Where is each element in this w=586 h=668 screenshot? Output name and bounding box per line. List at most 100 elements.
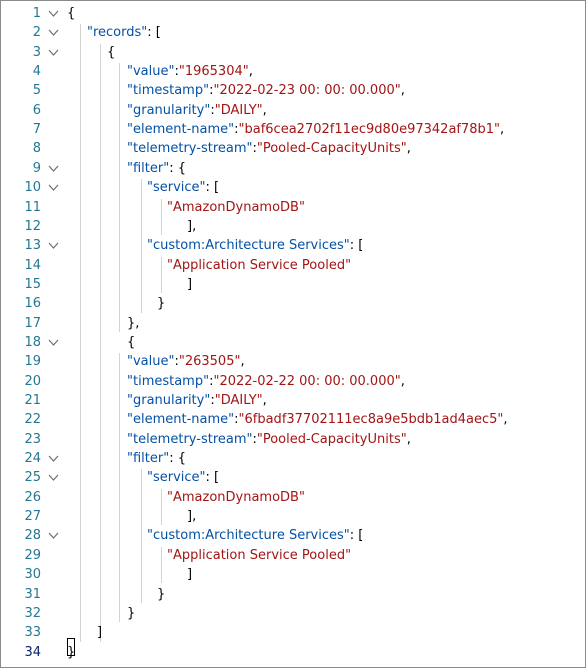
chevron-down-icon[interactable] <box>48 240 59 251</box>
json-string: "Application Service Pooled" <box>167 257 352 273</box>
json-punctuation: { <box>107 44 116 60</box>
json-punctuation: , <box>262 102 267 118</box>
code-text: } <box>127 604 135 623</box>
indent-guide <box>141 179 142 313</box>
code-line[interactable]: 30] <box>1 565 585 584</box>
code-line[interactable]: 33] <box>1 623 585 642</box>
code-line[interactable]: 1{ <box>1 4 585 23</box>
code-line[interactable]: 17}, <box>1 314 585 333</box>
json-string: "AmazonDynamoDB" <box>167 489 305 505</box>
chevron-down-icon[interactable] <box>48 472 59 483</box>
code-text: "granularity":"DAILY", <box>127 391 267 410</box>
code-line[interactable]: 6"granularity":"DAILY", <box>1 101 585 120</box>
code-text: } <box>67 643 75 662</box>
json-punctuation: } <box>157 296 166 312</box>
json-string: "Pooled-CapacityUnits" <box>256 431 407 447</box>
code-line[interactable]: 20"timestamp":"2022-02-22 00: 00: 00.000… <box>1 372 585 391</box>
code-line[interactable]: 18{ <box>1 333 585 352</box>
json-key: "telemetry-stream" <box>127 431 253 447</box>
code-line[interactable]: 27], <box>1 507 585 526</box>
chevron-down-icon[interactable] <box>48 163 59 174</box>
code-text: "AmazonDynamoDB" <box>167 198 305 217</box>
json-punctuation: : <box>209 373 214 389</box>
code-line[interactable]: 3{ <box>1 43 585 62</box>
json-key: "filter" <box>127 160 170 176</box>
line-number: 16 <box>24 296 41 312</box>
line-number: 10 <box>24 180 41 196</box>
chevron-down-icon[interactable] <box>48 182 59 193</box>
chevron-down-icon[interactable] <box>48 453 59 464</box>
json-punctuation: : { <box>169 451 186 467</box>
code-text: "value":"1965304", <box>127 62 253 81</box>
json-string: "DAILY" <box>214 393 263 408</box>
code-line[interactable]: 13"custom:Architecture Services": [ <box>1 236 585 255</box>
json-punctuation: ] <box>187 276 193 292</box>
code-text: "Application Service Pooled" <box>167 256 351 275</box>
chevron-down-icon[interactable] <box>48 8 59 19</box>
indent-guide <box>119 63 120 332</box>
chevron-down-icon[interactable] <box>48 27 59 38</box>
code-line[interactable]: 11"AmazonDynamoDB" <box>1 198 585 217</box>
line-number: 31 <box>24 586 41 602</box>
code-line[interactable]: 12], <box>1 217 585 236</box>
code-line[interactable]: 8 "telemetry-stream":"Pooled-CapacityUnit… <box>1 139 585 158</box>
chevron-down-icon[interactable] <box>48 337 59 348</box>
line-number: 12 <box>24 218 41 234</box>
json-string: "1965304" <box>178 64 249 80</box>
code-line[interactable]: 31} <box>1 585 585 604</box>
text-cursor <box>67 638 75 656</box>
chevron-down-icon[interactable] <box>48 47 59 58</box>
code-line[interactable]: 23"telemetry-stream":"Pooled-CapacityUni… <box>1 430 585 449</box>
code-line[interactable]: 22"element-name":"6fbadf37702111ec8a9e5b… <box>1 410 585 429</box>
line-number: 8 <box>32 141 41 157</box>
indent-guide <box>141 469 142 603</box>
code-line[interactable]: 15] <box>1 275 585 294</box>
line-number: 5 <box>32 83 41 99</box>
code-line[interactable]: 2"records": [ <box>1 23 585 42</box>
code-line[interactable]: 7"element-name":"baf6cea2702f11ec9d80e97… <box>1 120 585 139</box>
code-line[interactable]: 34} <box>1 643 585 662</box>
json-string: "baf6cea2702f11ec9d80e97342af78b1" <box>238 122 501 138</box>
line-number: 26 <box>24 489 41 505</box>
code-line[interactable]: 24"filter": { <box>1 449 585 468</box>
json-punctuation: : [ <box>205 180 220 196</box>
code-line[interactable]: 19"value":"263505", <box>1 352 585 371</box>
code-text: } <box>157 585 165 604</box>
json-punctuation: : <box>209 83 214 99</box>
json-punctuation: : [ <box>205 470 220 486</box>
code-line[interactable]: 10"service": [ <box>1 178 585 197</box>
chevron-down-icon[interactable] <box>48 530 59 541</box>
code-text: { <box>127 333 135 352</box>
code-line[interactable]: 25 "service": [ <box>1 468 585 487</box>
code-line[interactable]: 21"granularity":"DAILY", <box>1 391 585 410</box>
code-line[interactable]: 29"Application Service Pooled" <box>1 546 585 565</box>
code-text: ] <box>187 565 192 584</box>
code-line[interactable]: 26 "AmazonDynamoDB" <box>1 488 585 507</box>
json-punctuation: : <box>210 393 215 408</box>
code-text: ] <box>97 623 102 642</box>
code-line[interactable]: 28"custom:Architecture Services": [ <box>1 526 585 545</box>
code-line[interactable]: 32} <box>1 604 585 623</box>
code-line[interactable]: 9"filter": { <box>1 159 585 178</box>
code-line[interactable]: 16} <box>1 294 585 313</box>
json-string: "Pooled-CapacityUnits" <box>256 141 407 157</box>
line-number: 32 <box>24 605 41 621</box>
code-text: "telemetry-stream":"Pooled-CapacityUnits… <box>127 139 411 158</box>
json-key: "custom:Architecture Services" <box>147 238 350 254</box>
indent-guide <box>161 256 162 294</box>
code-line[interactable]: 4"value":"1965304", <box>1 62 585 81</box>
json-key: "telemetry-stream" <box>127 141 253 157</box>
code-text: "records": [ <box>87 23 161 42</box>
json-string: "AmazonDynamoDB" <box>167 199 305 215</box>
code-text: "value":"263505", <box>127 352 245 371</box>
json-punctuation: : [ <box>147 25 161 41</box>
code-line[interactable]: 5"timestamp":"2022-02-23 00: 00: 00.000"… <box>1 81 585 100</box>
code-line[interactable]: 14"Application Service Pooled" <box>1 256 585 275</box>
line-number: 15 <box>24 276 41 292</box>
line-number: 22 <box>24 412 41 428</box>
json-punctuation: ] <box>97 625 103 641</box>
json-punctuation: { <box>127 334 136 350</box>
code-text: "service": [ <box>147 468 219 487</box>
line-number: 25 <box>24 470 41 486</box>
